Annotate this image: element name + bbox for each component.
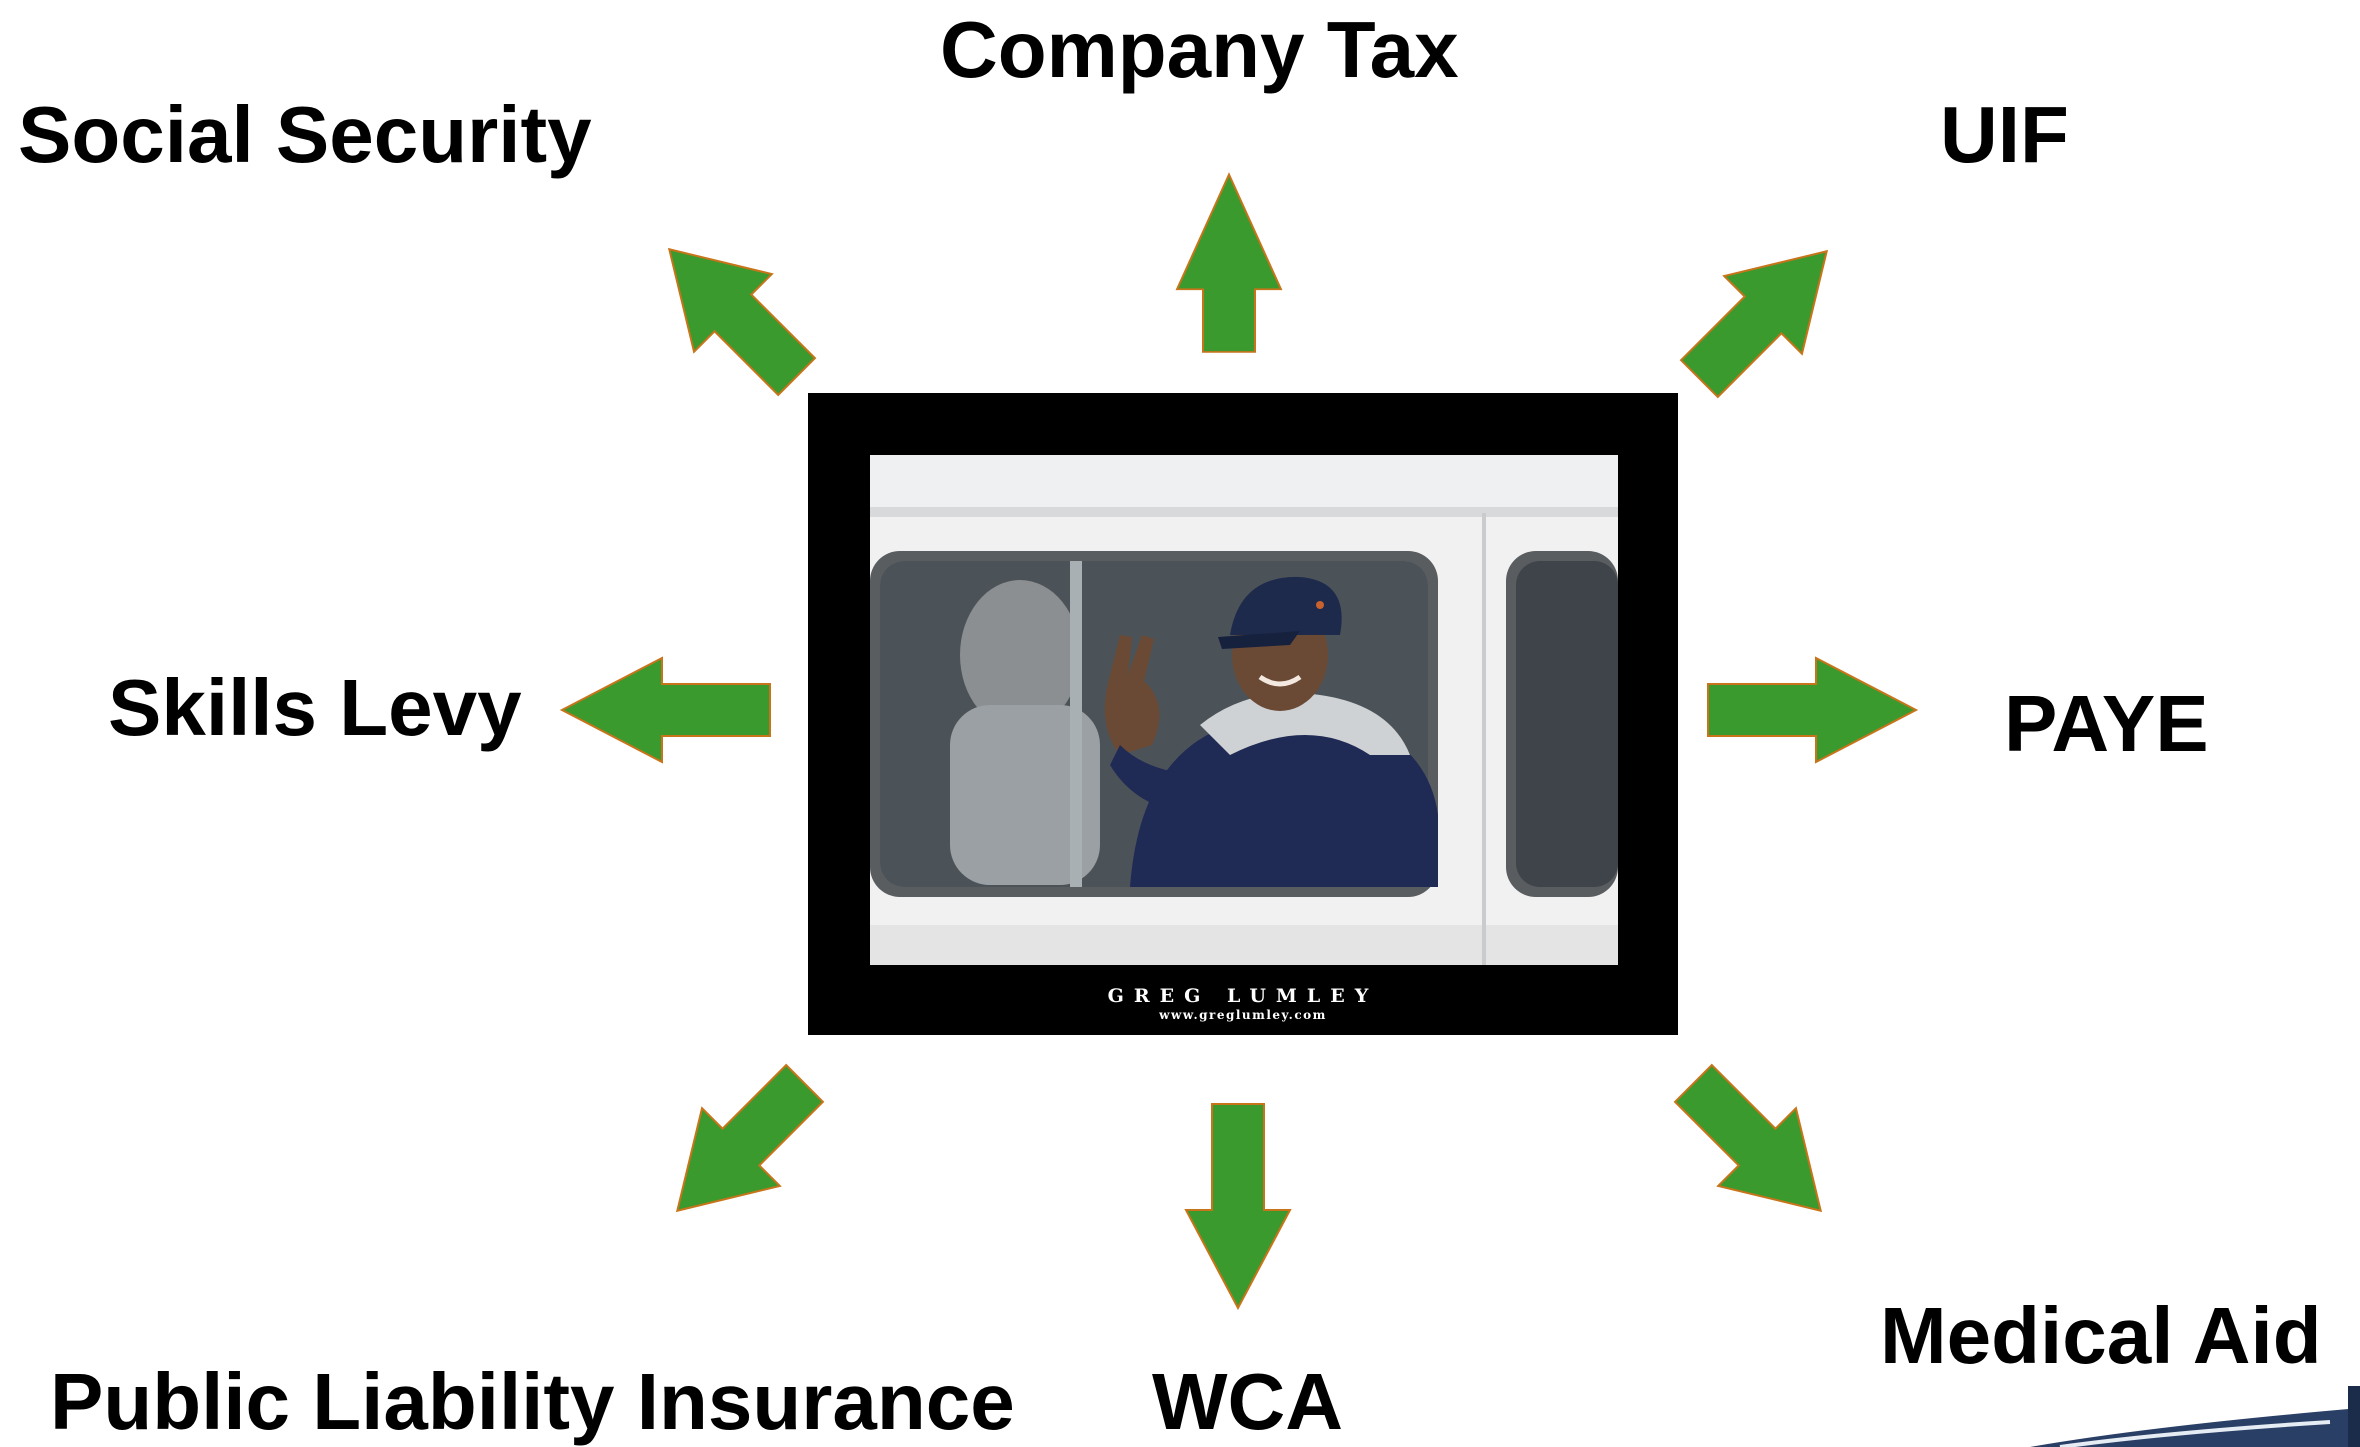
- arrow-down-left-icon: [675, 1063, 825, 1213]
- vehicle-photo-illustration: [870, 455, 1618, 965]
- photo-man-waving-from-vehicle: [870, 455, 1618, 965]
- label-uif: UIF: [1940, 90, 2069, 179]
- photo-frame: GREG LUMLEY www.greglumley.com: [808, 393, 1678, 1035]
- label-medical-aid: Medical Aid: [1880, 1291, 2322, 1380]
- arrow-right-icon: [1707, 656, 1919, 764]
- label-paye: PAYE: [2004, 679, 2209, 768]
- arrow-down-icon: [1184, 1103, 1292, 1311]
- arrow-up-left-icon: [667, 247, 817, 397]
- photographer-credit: GREG LUMLEY: [1107, 985, 1379, 1007]
- corner-image-fragment: [2030, 1386, 2360, 1447]
- label-skills-levy: Skills Levy: [108, 663, 522, 752]
- label-wca: WCA: [1152, 1357, 1344, 1446]
- arrow-up-icon: [1175, 172, 1283, 353]
- label-company-tax: Company Tax: [940, 5, 1459, 94]
- label-public-liability-insurance: Public Liability Insurance: [50, 1357, 1015, 1446]
- label-social-security: Social Security: [18, 90, 592, 179]
- arrow-down-right-icon: [1673, 1063, 1823, 1213]
- photographer-url: www.greglumley.com: [1159, 1008, 1327, 1022]
- arrow-left-icon: [559, 656, 771, 764]
- arrow-up-right-icon: [1679, 249, 1829, 399]
